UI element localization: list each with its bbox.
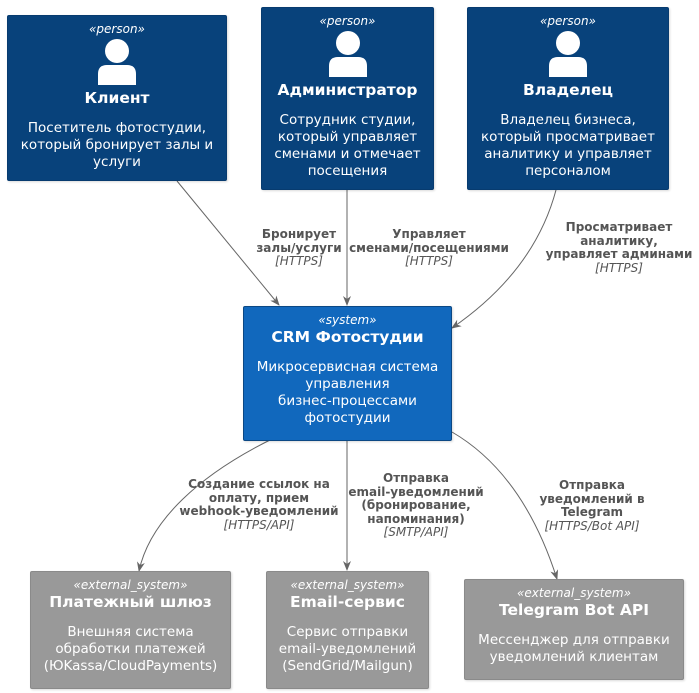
external-payment-gateway[interactable]: «external_system» Платежный шлюз Внешняя… (30, 571, 231, 689)
edge-crm-telegram (451, 431, 559, 580)
node-description: Владелец бизнеса, который просматривает … (481, 112, 655, 179)
external-telegram-bot-api[interactable]: «external_system» Telegram Bot API Мессе… (464, 579, 684, 680)
node-title: CRM Фотостудии (271, 328, 424, 346)
node-title: Telegram Bot API (499, 601, 649, 619)
system-crm[interactable]: «system» CRM Фотостудии Микросервисная с… (243, 306, 452, 441)
edge-label-crm-telegram: Отправка уведомлений в Telegram [HTTPS/B… (539, 478, 645, 533)
node-title: Платежный шлюз (49, 593, 212, 611)
person-icon (549, 31, 587, 77)
stereotype-label: «person» (319, 14, 376, 28)
node-title: Администратор (277, 81, 418, 99)
edge-label-crm-email: Отправка email-уведомлений (бронирование… (348, 471, 484, 539)
person-icon (328, 31, 367, 77)
person-admin[interactable]: «person» Администратор Сотрудник студии,… (261, 7, 434, 190)
edge-label-crm-payment: Создание ссылок на оплату, прием webhook… (179, 477, 339, 532)
stereotype-label: «person» (89, 22, 145, 36)
edge-client-crm (176, 180, 280, 306)
external-email-service[interactable]: «external_system» Email-сервис Сервис от… (266, 571, 429, 689)
node-title: Клиент (84, 89, 150, 107)
person-client[interactable]: «person» Клиент Посетитель фотостудии, к… (7, 15, 227, 181)
node-description: Посетитель фотостудии, который бронирует… (20, 120, 214, 170)
node-description: Мессенджер для отправки уведомлений клие… (478, 632, 670, 665)
person-icon (98, 39, 136, 85)
person-owner[interactable]: «person» Владелец Владелец бизнеса, кото… (467, 7, 669, 190)
node-title: Владелец (522, 81, 613, 99)
edge-crm-payment (136, 439, 271, 572)
edge-owner-crm (451, 189, 557, 329)
edge-label-admin-crm: Управляет сменами/посещениями [HTTPS] (349, 227, 509, 268)
stereotype-label: «external_system» (290, 578, 405, 592)
node-description: Внешняя система обработки платежей (ЮKas… (43, 624, 218, 674)
node-title: Email-сервис (290, 593, 405, 611)
node-description: Микросервисная система управления бизнес… (256, 359, 439, 426)
stereotype-label: «person» (540, 14, 596, 28)
stereotype-label: «external_system» (517, 586, 631, 600)
node-description: Сотрудник студии, который управляет смен… (274, 112, 421, 179)
edge-label-client-crm: Бронирует залы/услуги [HTTPS] (256, 227, 342, 268)
stereotype-label: «external_system» (73, 578, 188, 592)
stereotype-label: «system» (318, 313, 377, 327)
node-description: Сервис отправки email-уведомлений (SendG… (278, 624, 417, 674)
edge-label-owner-crm: Просматривает аналитику, управляет админ… (545, 220, 693, 275)
